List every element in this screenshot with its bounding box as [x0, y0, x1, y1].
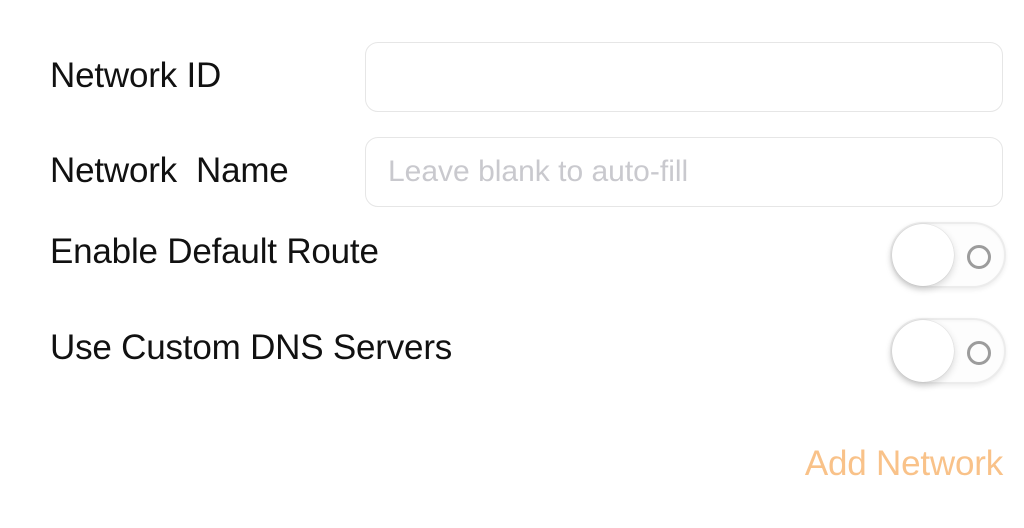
label-network-id: Network ID [50, 56, 222, 95]
form-row-network-id: Network ID [0, 42, 1024, 112]
label-use-custom-dns-servers: Use Custom DNS Servers [50, 328, 453, 367]
toggle-knob [892, 224, 954, 286]
toggle-enable-default-route[interactable] [890, 222, 1006, 288]
form-row-network-name: Network Name [0, 137, 1024, 207]
toggle-off-icon [967, 341, 991, 365]
toggle-use-custom-dns-servers[interactable] [890, 318, 1006, 384]
add-network-button[interactable]: Add Network [804, 444, 1003, 483]
form-row-default-route: Enable Default Route [0, 222, 1024, 288]
toggle-off-icon [967, 245, 991, 269]
label-enable-default-route: Enable Default Route [50, 232, 379, 271]
form-row-custom-dns: Use Custom DNS Servers [0, 318, 1024, 384]
label-network-name: Network Name [50, 151, 289, 190]
toggle-knob [892, 320, 954, 382]
network-name-input[interactable] [365, 137, 1003, 207]
network-id-input[interactable] [365, 42, 1003, 112]
